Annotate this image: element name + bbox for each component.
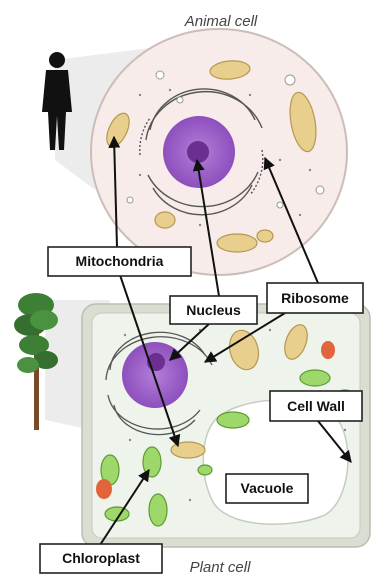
label-chloroplast: Chloroplast — [40, 544, 162, 573]
nucleus-label-text: Nucleus — [186, 302, 241, 318]
plant-cell — [82, 304, 370, 547]
ribosome-label-text: Ribosome — [281, 290, 349, 306]
label-ribosome: Ribosome — [267, 283, 363, 313]
plant-cell-title: Plant cell — [190, 559, 252, 576]
label-cell-wall: Cell Wall — [270, 391, 362, 421]
cell-wall-label-text: Cell Wall — [287, 398, 345, 414]
animal-cell — [91, 29, 347, 275]
label-nucleus: Nucleus — [170, 296, 257, 324]
chloroplast-label-text: Chloroplast — [62, 550, 140, 566]
vacuole-label-text: Vacuole — [241, 480, 294, 496]
label-mitochondria: Mitochondria — [48, 247, 191, 276]
mitochondria-label-text: Mitochondria — [76, 253, 164, 269]
animal-cell-title: Animal cell — [184, 13, 258, 30]
animal-nucleolus — [187, 141, 209, 163]
label-vacuole: Vacuole — [226, 474, 308, 503]
